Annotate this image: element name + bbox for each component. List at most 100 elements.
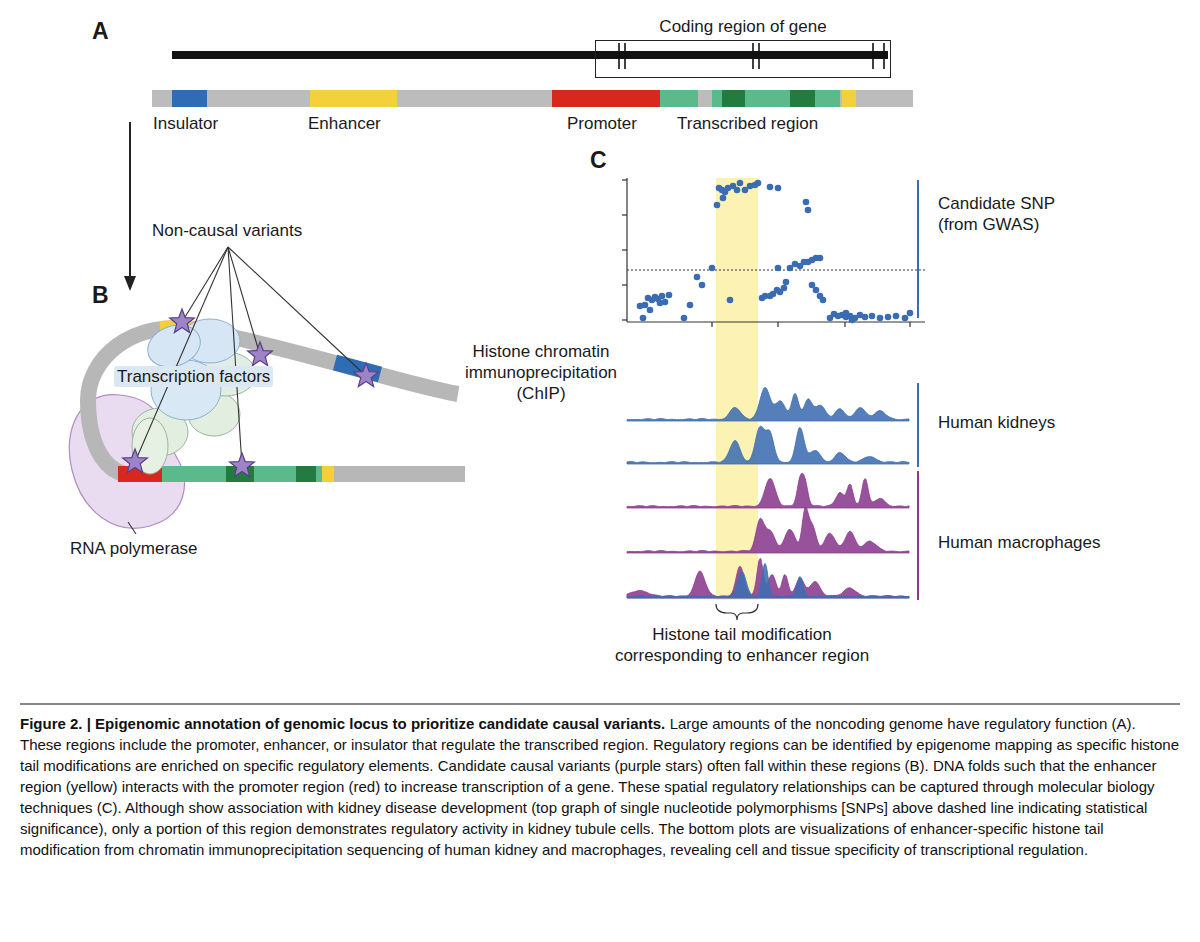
region-label: Insulator [153,113,218,134]
chip-track [627,563,909,598]
transcribed-segment [660,90,698,107]
snp-dot [681,315,688,322]
enhancer-highlight [716,178,758,600]
snp-dot [637,303,644,310]
snp-dot [687,302,694,309]
axis-tick [711,322,712,327]
snp-dot [662,299,669,306]
chip-track [627,387,909,421]
variant-star [123,449,148,473]
exon-segment [790,90,815,107]
axis-tick [622,249,627,250]
snp-dot [694,274,701,281]
region-label: Enhancer [308,113,381,134]
snp-dot [659,293,666,300]
axis-tick [909,322,910,327]
snp-dot [714,202,721,209]
snp-dot [893,313,900,320]
callout-label: Non-causal variants [152,220,302,241]
arrow-head [124,276,136,291]
variant-star [354,363,379,387]
genome-bar [152,90,913,107]
exon-tick [758,43,760,69]
region-label: Transcribed region [677,113,818,134]
group-bar [917,180,919,318]
box-heading: Coding region of gene [659,16,826,37]
snp-dot [817,255,824,262]
leader-line [182,247,228,322]
snp-dot [805,207,812,214]
chip-track [627,473,909,508]
track-group-label: Human kidneys [938,412,1055,433]
panel-letter: C [590,147,607,174]
caption-block: Figure 2. | Epigenomic annotation of gen… [20,713,1180,860]
snp-dot [849,317,856,324]
snp-dot [877,315,884,322]
snp-dot [775,265,782,272]
snp-dot [783,279,790,286]
axis-tick [622,214,627,215]
gene-line [172,51,888,59]
snp-dot [666,292,673,299]
track-group-label: Human macrophages [938,532,1101,553]
snp-dot [640,315,647,322]
snp-dot [709,265,716,272]
snp-dot [775,185,782,192]
figure-title: Figure 2. | Epigenomic annotation of gen… [20,715,665,732]
snp-dot [727,297,734,304]
exon-tick [872,43,874,69]
snp-dot [862,314,869,321]
x-axis [627,321,925,322]
variant-star [230,453,255,477]
snp-dot [755,180,762,187]
transcribed-segment [712,90,840,107]
snp-scatter [637,180,914,324]
chip-tracks [627,387,909,598]
utr-segment [322,466,334,482]
dna-strand [88,328,465,474]
snp-dot [813,287,820,294]
exon-tick [618,43,620,69]
snp-dot [699,282,706,289]
exon-segment [296,466,316,482]
chip-track [627,507,909,553]
panel-letter: B [92,282,109,309]
figure-caption: Large amounts of the noncoding genome ha… [20,715,1179,858]
chip-track [627,426,909,464]
region-label: Promoter [567,113,637,134]
snp-dot [820,297,827,304]
exon-tick [883,43,885,69]
leader-line [228,247,242,466]
snp-dot [803,199,810,206]
axis-ticks [622,180,910,327]
axis-tick [844,322,845,327]
snp-dot [767,184,774,191]
snp-dot [737,180,744,187]
coding-region-box: Coding region of gene [595,40,891,78]
snp-dot [781,285,788,292]
leader-line [135,247,228,462]
variant-star [170,309,195,333]
caption-rule [20,703,1180,704]
bracket [716,604,758,620]
snp-dot [885,314,892,321]
leader-lines [128,247,366,534]
variant-star [248,342,273,366]
snp-dot [907,310,914,317]
panel-arrow [129,122,131,278]
bracket-label: Histone tail modification corresponding … [602,624,882,666]
snp-dot [843,310,850,317]
track-group-label: Candidate SNP (from GWAS) [938,193,1078,235]
leader-line [128,522,136,534]
axis-tick [777,322,778,327]
snp-dot [647,307,654,314]
group-bar [917,383,919,467]
chip-track [627,558,909,598]
group-bar [917,471,919,600]
axis-tick [622,179,627,180]
snp-dot [734,187,741,194]
exon-tick [752,43,754,69]
snp-dot [902,315,909,322]
promoter-segment [552,90,660,107]
